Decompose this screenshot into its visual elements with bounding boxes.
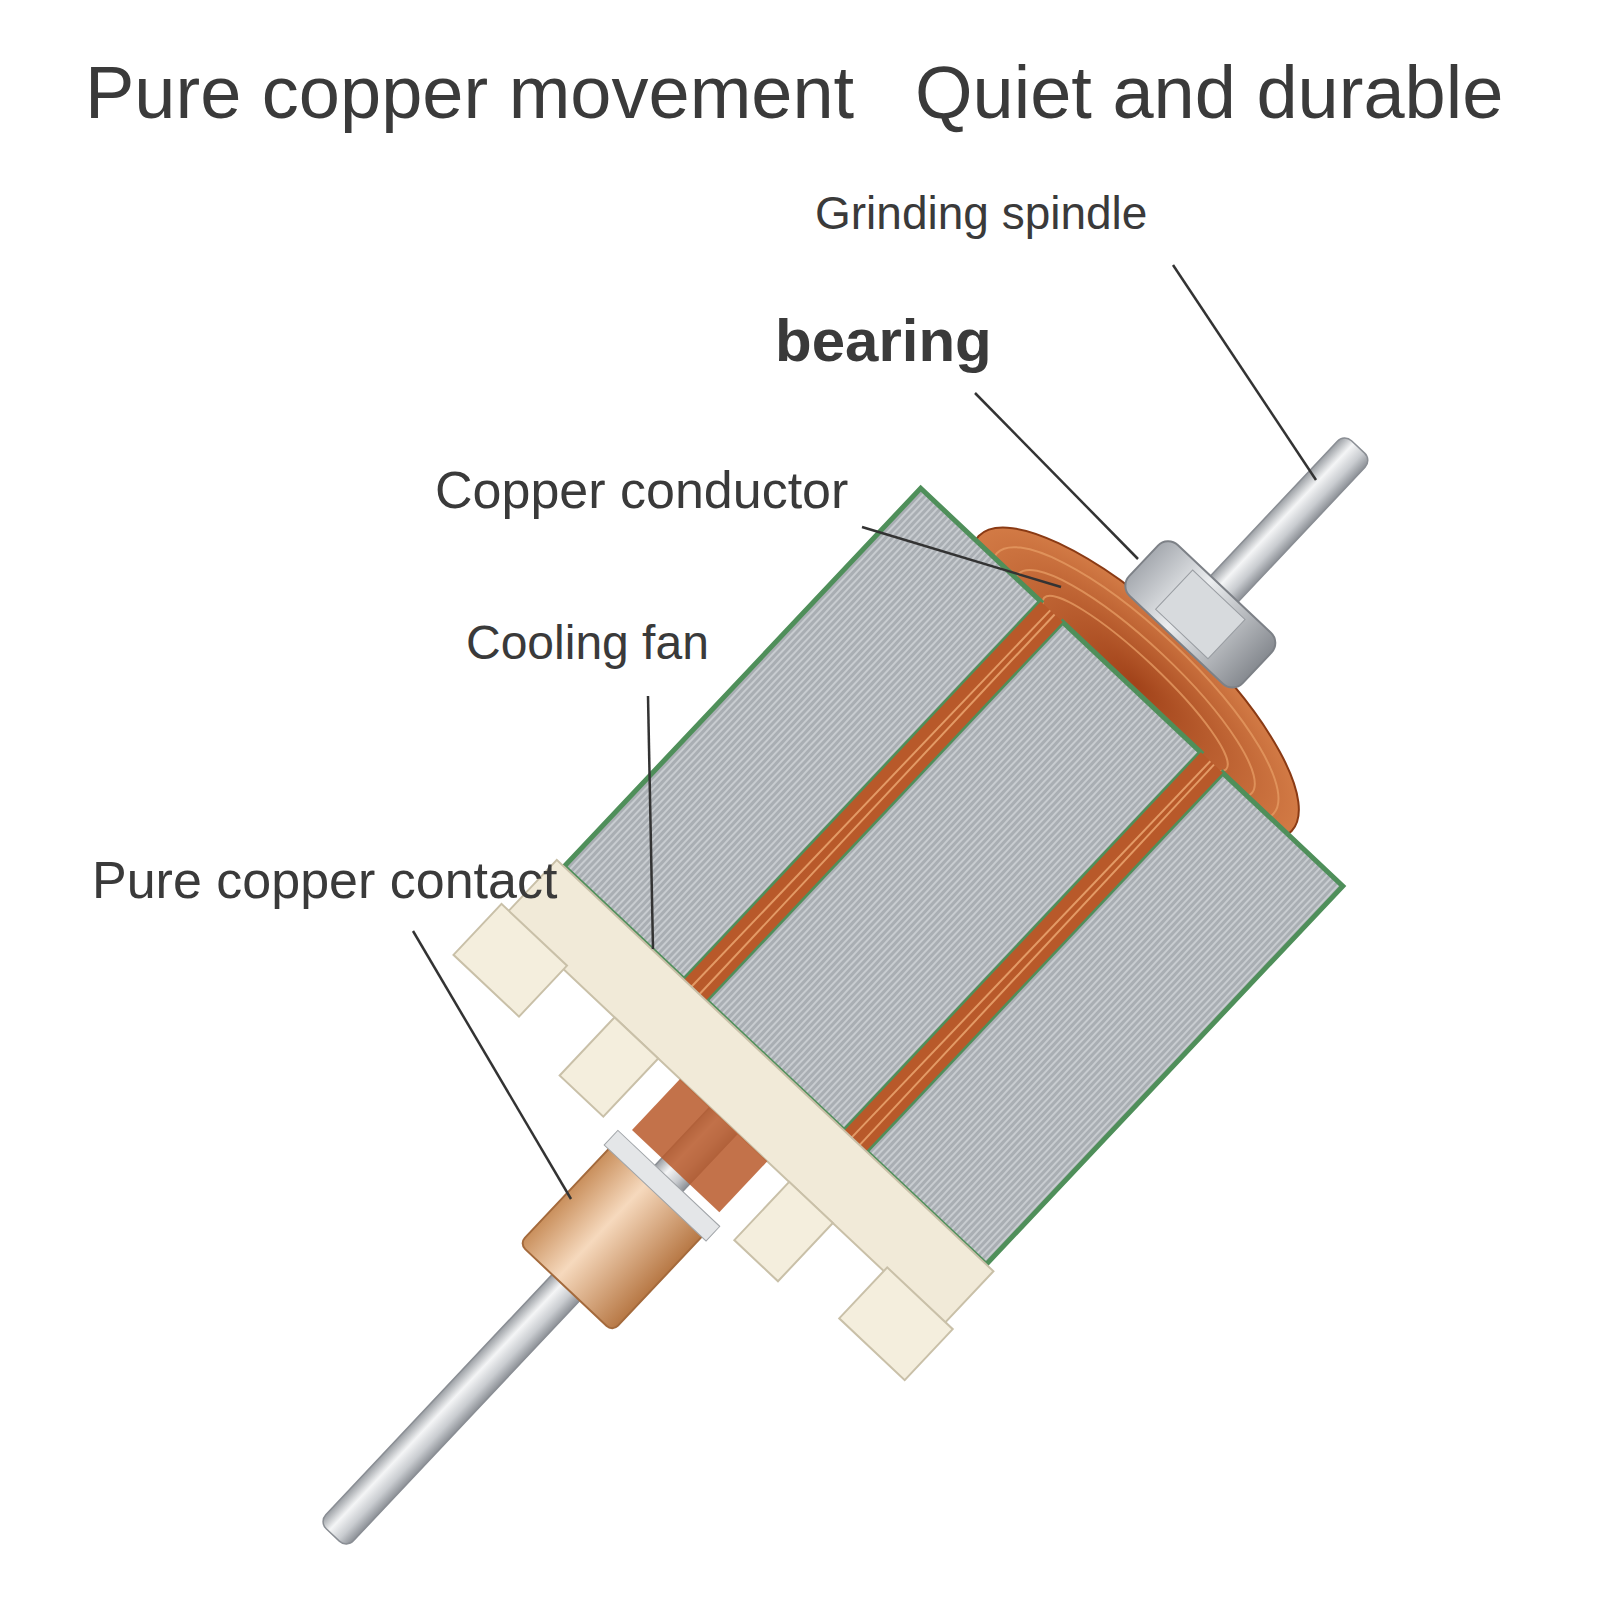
leader-line: [648, 696, 653, 949]
part-label: bearing: [775, 308, 992, 374]
leader-lines: [413, 265, 1316, 1199]
part-label: Grinding spindle: [815, 188, 1147, 239]
commutator: [519, 1142, 708, 1332]
heading-text: Quiet and durable: [915, 52, 1503, 133]
armature: [107, 234, 1584, 1600]
bearing: [1120, 535, 1282, 693]
core: [866, 773, 1343, 1265]
leader-line: [413, 931, 571, 1199]
leader-line: [975, 393, 1138, 559]
leader-line: [862, 527, 1061, 587]
shaft: [319, 434, 1372, 1548]
heading-text: Pure copper movement: [85, 52, 854, 133]
part-label: Cooling fan: [466, 617, 709, 670]
part-label: Copper conductor: [435, 462, 848, 519]
leader-line: [1173, 265, 1316, 480]
part-label: Pure copper contact: [92, 852, 557, 909]
